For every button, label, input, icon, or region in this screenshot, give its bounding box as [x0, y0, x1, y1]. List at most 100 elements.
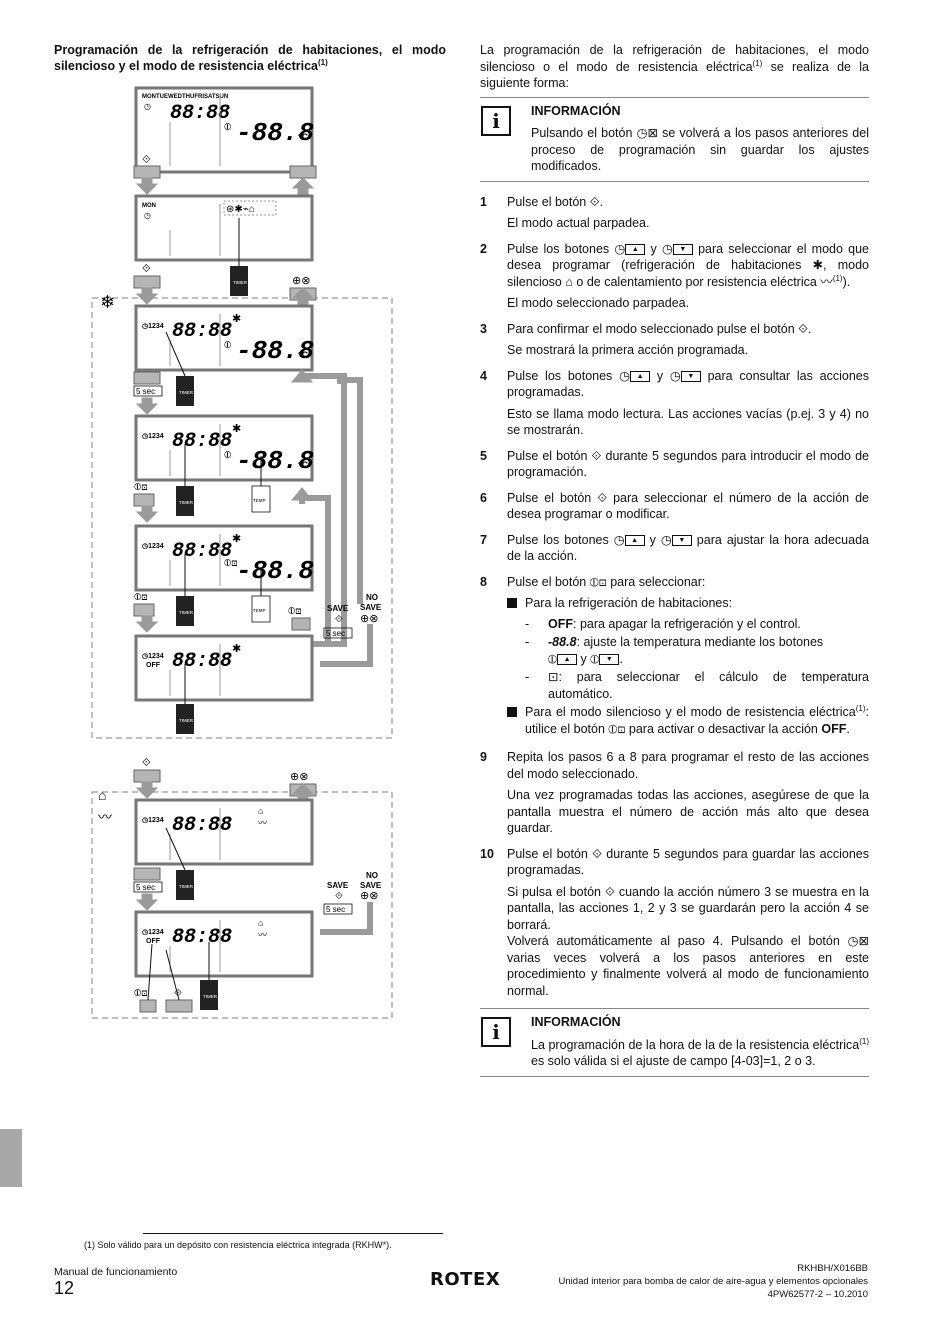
lower-top-controls: ⟐ ⊕⊗ ⌂ 〰	[98, 757, 317, 825]
svg-text:OFF: OFF	[146, 662, 161, 669]
info-icon: i	[481, 1017, 511, 1047]
svg-text:⊕⊗: ⊕⊗	[292, 275, 310, 287]
mode-icons-row: ⊛✱⌁⌂	[226, 204, 255, 215]
clock-cancel-icon: ◷⊠	[636, 126, 658, 140]
mode-button-1	[133, 165, 161, 179]
row4-controls: ⦶⊡ TIMER TEMP	[133, 444, 331, 644]
step-8: 8 Pulse el botón ⦶⊡ para seleccionar: Pa…	[480, 574, 869, 736]
step-10: 10 Pulse el botón ⟐ durante 5 segundos p…	[480, 846, 870, 998]
step-3: 3 Para confirmar el modo seleccionado pu…	[480, 321, 812, 358]
days-label: MONTUEWEDTHUFRISATSUN	[142, 94, 228, 100]
svg-text:◷1234: ◷1234	[142, 817, 164, 824]
mode-icon: ⟐	[597, 490, 608, 505]
mode-icon: ⟐	[592, 846, 602, 861]
step-9: 9 Repita los pasos 6 a 8 para programar …	[480, 750, 869, 835]
svg-text:⟐: ⟐	[335, 891, 343, 902]
svg-text:⦶: ⦶	[223, 450, 231, 461]
back-button-1	[289, 165, 317, 179]
lcd-screen-1: MONTUEWEDTHUFRISATSUN ◷ 88:88 ⦶ -88.8 °C	[134, 86, 314, 174]
timer-key-3	[176, 376, 194, 406]
svg-text:TEMP: TEMP	[253, 498, 266, 503]
timer-key-2	[230, 266, 248, 296]
clock-icon: ◷	[144, 102, 151, 111]
svg-text:88:88: 88:88	[172, 540, 232, 563]
svg-text:〰: 〰	[258, 930, 267, 940]
svg-text:◷1234: ◷1234	[142, 323, 164, 330]
lcd-screen-3: ◷1234 88:88 ✱ ⦶ -88.8 °C	[134, 304, 314, 372]
brand-logo: ROTEX	[430, 1269, 501, 1290]
svg-text:°C: °C	[298, 350, 309, 360]
svg-text:°C: °C	[298, 460, 309, 470]
right-column: La programación de la refrigeración de h…	[480, 42, 869, 1089]
info-title-2: INFORMACIÓN	[531, 1015, 621, 1029]
svg-text:⦶⊡: ⦶⊡	[133, 482, 148, 493]
svg-text:〰: 〰	[258, 818, 267, 828]
info-box-2: i INFORMACIÓN La programación de la hora…	[480, 1008, 869, 1077]
svg-text:-88.8: -88.8	[236, 336, 314, 366]
svg-text:TIMER: TIMER	[203, 994, 218, 999]
svg-text:88:88: 88:88	[172, 650, 232, 673]
svg-text:88:88: 88:88	[172, 814, 232, 837]
svg-text:⦶⊡: ⦶⊡	[133, 988, 148, 999]
svg-text:✱: ✱	[232, 313, 241, 325]
svg-text:NO: NO	[366, 871, 378, 880]
svg-text:⊕⊗: ⊕⊗	[290, 771, 308, 783]
svg-text:⦶: ⦶	[223, 340, 231, 351]
svg-text:TIMER: TIMER	[179, 390, 194, 395]
svg-text:5 sec: 5 sec	[326, 629, 345, 638]
side-tab-marker	[0, 1129, 22, 1187]
svg-text:TEMP: TEMP	[253, 608, 266, 613]
svg-text:✱: ✱	[232, 533, 241, 545]
svg-text:⟐: ⟐	[335, 614, 343, 625]
model-code: RKHBH/X016BB	[797, 1263, 868, 1274]
footer-info: RKHBH/X016BB Unidad interior para bomba …	[559, 1263, 868, 1301]
svg-text:-88.8: -88.8	[236, 556, 314, 586]
mode-icon: ⟐	[605, 884, 615, 899]
mode-icon-1: ⟐	[142, 154, 151, 166]
step-2: 2 Pulse los botones ◷▲ y ◷▼ para selecci…	[480, 241, 870, 311]
time-display: 88:88	[170, 102, 230, 125]
quiet-heater-group-border	[91, 791, 393, 1019]
svg-text:SAVE: SAVE	[360, 603, 382, 612]
svg-text:⟐: ⟐	[142, 757, 151, 769]
down-key-icon: ▼	[672, 243, 693, 255]
step-7: 7 Pulse los botones ◷▲ y ◷▼ para ajustar…	[480, 532, 869, 564]
page-number: 12	[54, 1278, 75, 1298]
row2-controls: ⟐ TIMER ⊕⊗	[133, 218, 317, 305]
quiet-icon: ⌂	[565, 274, 573, 289]
svg-text:5 sec: 5 sec	[326, 905, 345, 914]
lcd-screen-4: ◷1234 88:88 ✱ ⦶ -88.8 °C	[134, 414, 314, 482]
lcd-screen-6: ◷1234 OFF 88:88 ✱	[134, 634, 314, 702]
svg-text:◷1234: ◷1234	[142, 653, 164, 660]
row6-controls: TIMER	[176, 664, 194, 734]
svg-text:SAVE: SAVE	[360, 881, 382, 890]
row5-controls: ⦶⊡ TIMER TEMP ⦶⊡ SAVE ⟐ 5 sec NO SAVE ⊕⊗	[133, 377, 382, 667]
svg-text:OFF: OFF	[146, 938, 161, 945]
svg-text:⊕⊗: ⊕⊗	[360, 613, 378, 625]
mode-icon: ⟐	[798, 321, 808, 336]
lcd-screen-8: ◷1234 OFF 88:88 ⌂ 〰	[134, 910, 314, 978]
svg-text:SAVE: SAVE	[327, 604, 349, 613]
svg-text:TIMER: TIMER	[179, 884, 194, 889]
temp-display: -88.8	[236, 118, 314, 148]
svg-text:⦶⊡: ⦶⊡	[223, 558, 238, 569]
svg-text:88:88: 88:88	[172, 430, 232, 453]
lcd-screen-2: MON ◷ ⊛✱⌁⌂	[134, 194, 314, 262]
clock-cancel-icon: ◷⊠	[847, 934, 869, 948]
step-6: 6 Pulse el botón ⟐ para seleccionar el n…	[480, 490, 869, 522]
footnote-rule	[143, 1233, 443, 1234]
svg-text:TIMER: TIMER	[179, 610, 194, 615]
svg-text:⌂: ⌂	[258, 918, 263, 928]
row3-controls: 5 sec TIMER	[133, 331, 347, 647]
svg-text:✱: ✱	[232, 423, 241, 435]
document-code: 4PW62577-2 – 10.2010	[767, 1288, 868, 1300]
svg-text:⟐: ⟐	[142, 263, 151, 275]
svg-text:✱: ✱	[232, 643, 241, 655]
svg-text:-88.8: -88.8	[236, 446, 314, 476]
step-5: 5 Pulse el botón ⟐ durante 5 segundos pa…	[480, 448, 869, 480]
intro-paragraph: La programación de la refrigeración de h…	[480, 43, 869, 90]
lcd-screen-5: ◷1234 88:88 ✱ ⦶⊡ -88.8	[134, 524, 314, 592]
svg-text:88:88: 88:88	[172, 926, 232, 949]
left-arrows-top: ⟐ ⊕⊗	[133, 154, 317, 195]
snowflake-icon: ✱	[812, 258, 824, 272]
